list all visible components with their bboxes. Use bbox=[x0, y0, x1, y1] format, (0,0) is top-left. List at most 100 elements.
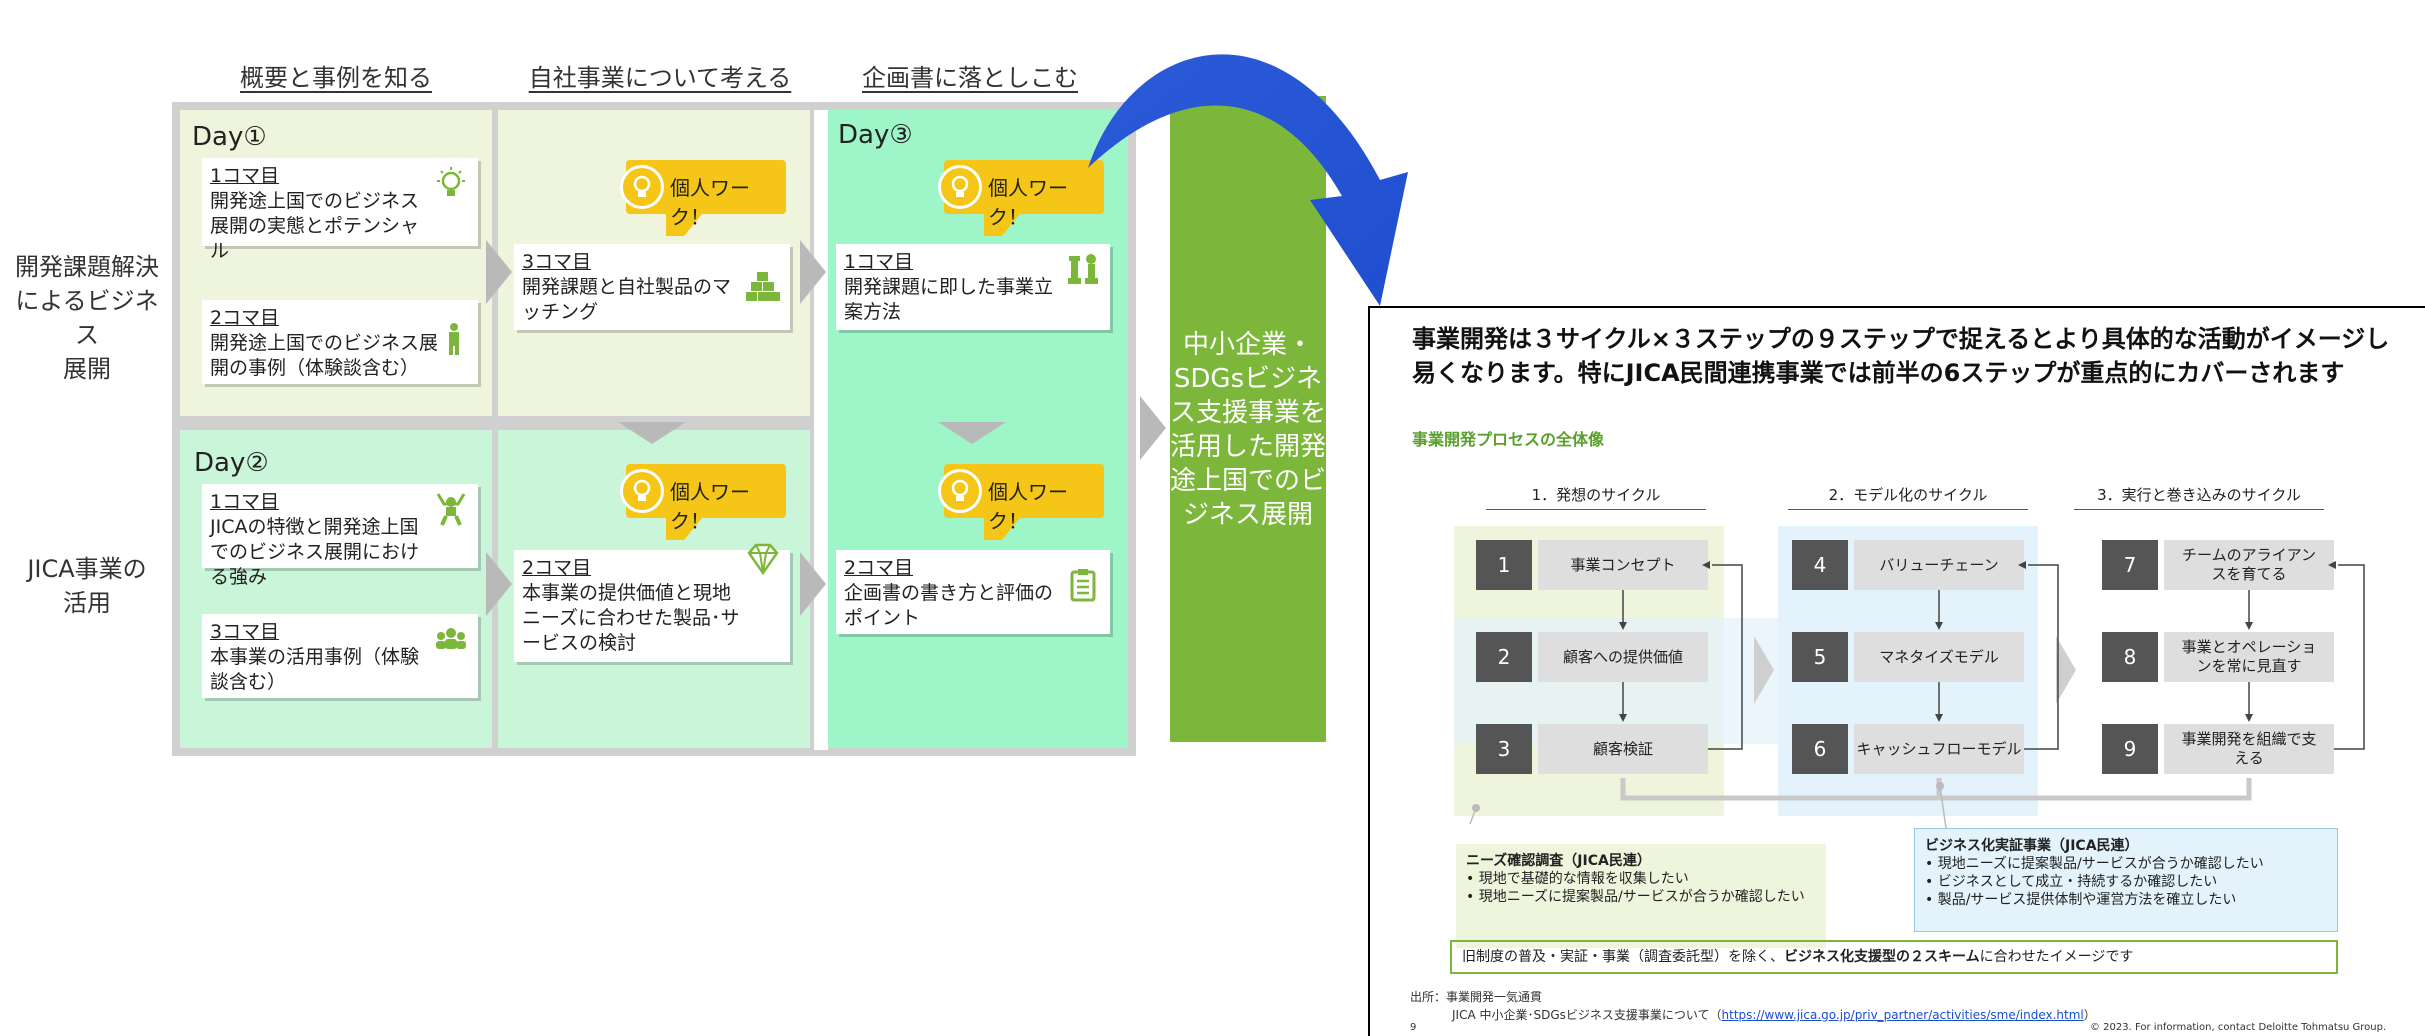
work-badge-col2-row1: 個人ワーク！ bbox=[620, 160, 786, 236]
bubble-tail bbox=[984, 214, 1020, 236]
card-text: 開発途上国でのビジネス展開の事例（体験談含む） bbox=[210, 332, 439, 379]
step-operations: 事業とオペレーションを常に見直す bbox=[2164, 632, 2334, 682]
step-value-chain: バリューチェーン bbox=[1854, 540, 2024, 590]
step-organization: 事業開発を組織で支える bbox=[2164, 724, 2334, 774]
card-text: 本事業の活用事例（体験談含む） bbox=[210, 646, 420, 693]
lightbulb-icon bbox=[437, 167, 465, 196]
note-item: • 現地ニーズに提案製品/サービスが合うか確認したい bbox=[1925, 856, 2264, 872]
card-day2-koma3: 3コマ目 本事業の活用事例（体験談含む） bbox=[202, 614, 478, 698]
copyright: © 2023. For information, contact Deloitt… bbox=[2090, 1022, 2387, 1033]
card-day1-koma2: 2コマ目 開発途上国でのビジネス展開の事例（体験談含む） bbox=[202, 300, 478, 384]
day1-label: Day① bbox=[192, 122, 267, 152]
card-text: 開発途上国でのビジネス展開の実態とポテンシャル bbox=[210, 190, 420, 262]
column-header-planning: 企画書に落としこむ bbox=[862, 64, 1078, 92]
note-item: • ビジネスとして成立・持続するか確認したい bbox=[1925, 874, 2218, 890]
bubble-tail bbox=[666, 214, 702, 236]
koma-label: 2コマ目 bbox=[522, 557, 592, 579]
bubble-tail bbox=[666, 518, 702, 540]
koma-label: 2コマ目 bbox=[844, 557, 914, 579]
row-label-jica-utilization: JICA事業の 活用 bbox=[27, 555, 147, 617]
card-day1-koma1: 1コマ目 開発途上国でのビジネス展開の実態とポテンシャル bbox=[202, 158, 478, 262]
step-verification: 顧客検証 bbox=[1538, 724, 1708, 774]
lightbulb-icon bbox=[620, 165, 664, 209]
step-number-5: 5 bbox=[1792, 632, 1848, 682]
step-value: 顧客への提供価値 bbox=[1538, 632, 1708, 682]
work-label: 個人ワーク！ bbox=[988, 176, 1068, 229]
chevron-right-icon bbox=[1140, 396, 1166, 460]
panel-title: 事業開発は３サイクル×３ステップの９ステップで捉えるとより具体的な活動がイメージ… bbox=[1412, 325, 2390, 387]
column-header-own-business: 自社事業について考える bbox=[528, 64, 792, 92]
goal-text: 中小企業・SDGsビジネス支援事業を活用した開発途上国でのビジネス展開 bbox=[1170, 330, 1327, 530]
koma-label: 2コマ目 bbox=[210, 307, 280, 329]
cycle-label-ideation: 1．発想のサイクル bbox=[1486, 484, 1706, 510]
scheme-note: 旧制度の普及・実証・事業（調査委託型）を除く、ビジネス化支援型の２スキームに合わ… bbox=[1450, 940, 2338, 974]
boxes-icon bbox=[746, 272, 780, 301]
source-text: JICA 中小企業･SDGsビジネス支援事業について（ bbox=[1452, 1008, 1722, 1022]
chevron-down-icon bbox=[938, 422, 1006, 444]
step-number-8: 8 bbox=[2102, 632, 2158, 682]
chevron-right-icon bbox=[2056, 636, 2076, 704]
chevron-right-icon bbox=[1754, 636, 1774, 704]
chevron-right-icon bbox=[486, 240, 512, 304]
step-number-1: 1 bbox=[1476, 540, 1532, 590]
note-item: • 製品/サービス提供体制や運営方法を確立したい bbox=[1925, 892, 2237, 908]
cycle-label-execution: 3．実行と巻き込みのサイクル bbox=[2074, 484, 2324, 510]
card-text: 開発課題と自社製品のマッチング bbox=[522, 276, 732, 323]
panel-subtitle: 事業開発プロセスの全体像 bbox=[1412, 430, 1605, 449]
scheme-note-tail: に合わせたイメージです bbox=[1979, 949, 2134, 965]
koma-label: 1コマ目 bbox=[210, 165, 280, 187]
scheme-note-bold: ビジネス化支援型の２スキーム bbox=[1784, 949, 1980, 965]
page-number: 9 bbox=[1410, 1022, 1417, 1033]
koma-label: 3コマ目 bbox=[210, 621, 280, 643]
curved-arrow-icon bbox=[1088, 54, 1408, 306]
source-line: JICA 中小企業･SDGsビジネス支援事業について（https://www.j… bbox=[1452, 1006, 2096, 1023]
work-label: 個人ワーク！ bbox=[670, 480, 750, 533]
card-text: 企画書の書き方と評価のポイント bbox=[844, 582, 1054, 629]
group-icon bbox=[436, 628, 466, 649]
step-concept: 事業コンセプト bbox=[1538, 540, 1708, 590]
step-number-3: 3 bbox=[1476, 724, 1532, 774]
column3-separator bbox=[814, 110, 828, 750]
goal-box: 中小企業・SDGsビジネス支援事業を活用した開発途上国でのビジネス展開 bbox=[1170, 96, 1326, 742]
step-number-9: 9 bbox=[2102, 724, 2158, 774]
card-text: JICAの特徴と開発途上国でのビジネス展開における強み bbox=[210, 516, 420, 588]
card-col2-row2: 2コマ目 本事業の提供価値と現地ニーズに合わせた製品･サービスの検討 bbox=[514, 543, 790, 662]
chevron-right-icon bbox=[800, 552, 826, 616]
chevron-right-icon bbox=[486, 552, 512, 616]
note-title: ニーズ確認調査（JICA民連） bbox=[1466, 853, 1651, 869]
card-day2-koma1: 1コマ目 JICAの特徴と開発途上国でのビジネス展開における強み bbox=[202, 484, 478, 588]
lightbulb-icon bbox=[938, 469, 982, 513]
koma-label: 1コマ目 bbox=[844, 251, 914, 273]
card-text: 開発課題に即した事業立案方法 bbox=[844, 276, 1054, 323]
note-title: ビジネス化実証事業（JICA民連） bbox=[1925, 838, 2139, 854]
bubble-tail bbox=[984, 518, 1020, 540]
step-alliance: チームのアライアンスを育てる bbox=[2164, 540, 2334, 590]
process-panel: 事業開発は３サイクル×３ステップの９ステップで捉えるとより具体的な活動がイメージ… bbox=[1368, 306, 2425, 1036]
work-label: 個人ワーク！ bbox=[670, 176, 750, 229]
row-label-business-expansion: 開発課題解決 によるビジネス 展開 bbox=[15, 253, 159, 383]
note-needs-survey: ニーズ確認調査（JICA民連） • 現地で基礎的な情報を収集したい • 現地ニー… bbox=[1456, 844, 1826, 948]
note-demonstration: ビジネス化実証事業（JICA民連） • 現地ニーズに提案製品/サービスが合うか確… bbox=[1914, 828, 2338, 932]
chevron-down-icon bbox=[618, 422, 686, 444]
step-number-4: 4 bbox=[1792, 540, 1848, 590]
card-text: 本事業の提供価値と現地ニーズに合わせた製品･サービスの検討 bbox=[522, 582, 740, 654]
step-number-7: 7 bbox=[2102, 540, 2158, 590]
diamond-icon bbox=[747, 543, 779, 576]
source-link[interactable]: https://www.jica.go.jp/priv_partner/acti… bbox=[1721, 1008, 2084, 1022]
source-label: 出所：事業開発一気通貫 bbox=[1410, 990, 1543, 1004]
step-monetize: マネタイズモデル bbox=[1854, 632, 2024, 682]
step-number-6: 6 bbox=[1792, 724, 1848, 774]
column-header-overview: 概要と事例を知る bbox=[240, 64, 432, 92]
step-number-2: 2 bbox=[1476, 632, 1532, 682]
koma-label: 1コマ目 bbox=[210, 491, 280, 513]
clipboard-icon bbox=[1070, 569, 1096, 602]
day2-label: Day② bbox=[194, 448, 269, 478]
note-item: • 現地ニーズに提案製品/サービスが合うか確認したい bbox=[1466, 889, 1805, 905]
cycle-label-modeling: 2．モデル化のサイクル bbox=[1788, 484, 2028, 510]
work-badge-col2-row2: 個人ワーク！ bbox=[620, 464, 786, 540]
card-day3-koma2: 2コマ目 企画書の書き方と評価のポイント bbox=[836, 550, 1110, 634]
note-item: • 現地で基礎的な情報を収集したい bbox=[1466, 871, 1689, 887]
source-close: ） bbox=[2083, 1008, 2096, 1022]
chevron-right-icon bbox=[800, 240, 826, 304]
day3-label: Day③ bbox=[838, 120, 913, 150]
